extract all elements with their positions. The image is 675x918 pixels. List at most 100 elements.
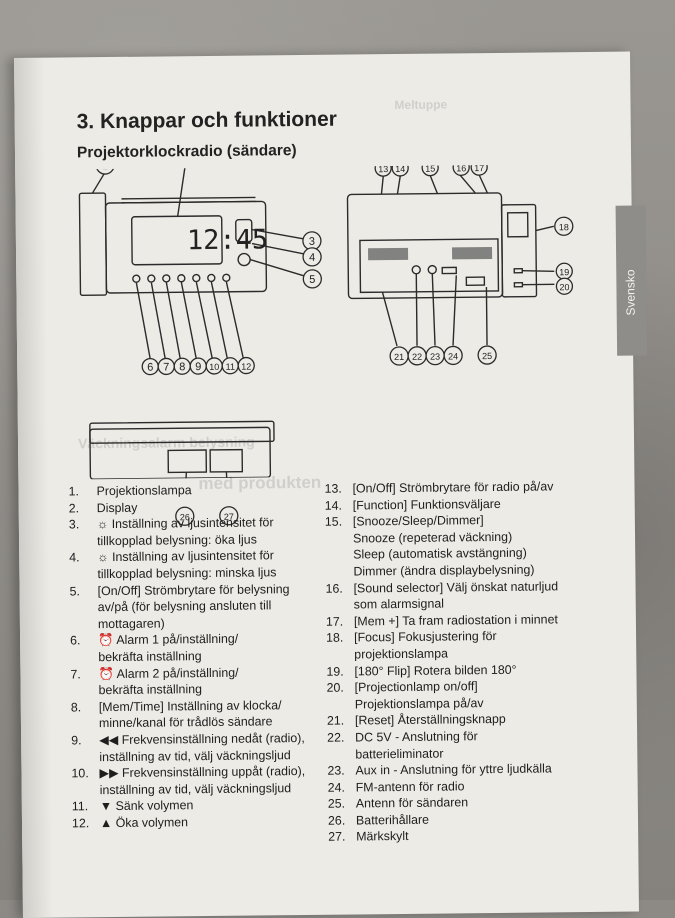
callout-20: 20 [556, 278, 572, 294]
function-list-item: 9.◀◀ Frekvensinställning nedåt (radio),i… [71, 730, 321, 766]
function-list-item: 7.⏰ Alarm 2 på/inställning/bekräfta inst… [70, 663, 320, 699]
manual-page: Meltuppe Väckningsalarm belysning med pr… [14, 52, 639, 918]
callout-24: 24 [444, 346, 462, 364]
callout-18: 18 [555, 217, 573, 235]
item-number: 19. [326, 663, 354, 680]
callout-9: 9 [190, 358, 206, 374]
callout-label: 13 [378, 164, 388, 174]
callout-label: 6 [147, 362, 153, 374]
item-number: 20. [327, 680, 355, 713]
language-tab-label: Svensko [623, 269, 637, 315]
callout-12: 12 [238, 358, 254, 374]
function-list-item: 16.[Sound selector] Välj önskat naturlju… [325, 578, 587, 614]
section-title: 3. Knappar och funktioner [77, 108, 337, 135]
function-list-right: 13.[On/Off] Strömbrytare för radio på/av… [324, 478, 590, 846]
item-text: Märkskylt [356, 826, 590, 845]
callout-13: 13 [375, 164, 391, 176]
item-number: 10. [71, 765, 99, 798]
item-line: ◀◀ Frekvensinställning nedåt (radio), [99, 730, 321, 749]
item-number: 2. [69, 500, 97, 517]
function-list-item: 8.[Mem/Time] Inställning av klocka/minne… [71, 697, 321, 733]
callout-19: 19 [556, 263, 572, 279]
item-number: 15. [325, 514, 354, 581]
item-text: ◀◀ Frekvensinställning nedåt (radio),ins… [99, 730, 321, 766]
callout-label: 16 [456, 164, 466, 173]
item-number: 3. [69, 516, 97, 549]
callout-label: 22 [412, 352, 422, 362]
subsection-title: Projektorklockradio (sändare) [77, 142, 297, 162]
item-number: 23. [327, 763, 355, 780]
function-list-item: 10.▶▶ Frekvensinställning uppåt (radio),… [71, 763, 321, 799]
item-number: 18. [326, 630, 354, 663]
item-line: [Sound selector] Välj önskat naturljud [353, 578, 587, 597]
item-number: 24. [328, 779, 356, 796]
function-list-item: 20.[Projectionlamp on/off]Projektionslam… [327, 677, 589, 713]
item-number: 4. [69, 550, 97, 583]
item-line: ▲ Öka volymen [100, 813, 322, 832]
callout-11: 11 [222, 358, 238, 374]
function-list-item: 15.[Snooze/Sleep/Dimmer]Snooze (repetera… [325, 511, 588, 580]
item-text: ▶▶ Frekvensinställning uppåt (radio),ins… [99, 763, 321, 799]
callout-label: 12 [241, 362, 251, 372]
callout-4: 4 [303, 248, 321, 266]
item-number: 5. [70, 583, 99, 633]
callout-22: 22 [408, 347, 426, 365]
callout-label: 1 [102, 164, 108, 172]
callout-8: 8 [174, 358, 190, 374]
callout-label: 11 [226, 362, 235, 372]
callout-21: 21 [390, 347, 408, 365]
item-number: 12. [72, 815, 100, 832]
item-text: ⏰ Alarm 2 på/inställning/bekräfta instäl… [98, 663, 320, 699]
item-number: 26. [328, 812, 356, 829]
callout-7: 7 [158, 358, 174, 374]
callout-16: 16 [453, 164, 469, 175]
language-tab: Svensko [616, 205, 648, 355]
callout-25: 25 [478, 346, 496, 364]
item-number: 6. [70, 632, 98, 665]
item-number: 9. [71, 732, 99, 765]
callout-label: 7 [163, 361, 169, 373]
item-text: [Mem/Time] Inställning av klocka/minne/k… [99, 697, 321, 733]
callout-markers: 1 2 3 4 5 6 7 8 9 10 11 12 13 14 15 16 1… [65, 164, 589, 529]
function-list-item: 12.▲ Öka volymen [72, 813, 322, 832]
item-number: 11. [72, 798, 100, 815]
item-number: 17. [326, 613, 354, 630]
callout-1: 1 [96, 164, 114, 174]
function-list-item: 27.Märkskylt [328, 826, 590, 845]
item-line: Märkskylt [356, 826, 590, 845]
callout-label: 18 [559, 222, 569, 232]
item-text: [Snooze/Sleep/Dimmer]Snooze (repeterad v… [353, 511, 588, 580]
item-text: ⏰ Alarm 1 på/inställning/bekräfta instäl… [98, 630, 320, 666]
callout-label: 17 [474, 164, 484, 173]
callout-17: 17 [471, 164, 487, 175]
item-text: ▲ Öka volymen [100, 813, 322, 832]
callout-label: 4 [309, 252, 315, 264]
callout-10: 10 [206, 358, 222, 374]
callout-label: 3 [309, 236, 315, 248]
item-text: [Projectionlamp on/off]Projektionslampa … [355, 677, 589, 713]
callout-label: 21 [394, 352, 404, 362]
item-number: 27. [328, 829, 356, 846]
item-line: [On/Off] Strömbrytare för belysning [97, 580, 319, 599]
function-list-item: 6.⏰ Alarm 1 på/inställning/bekräfta inst… [70, 630, 320, 666]
item-number: 13. [324, 480, 352, 497]
callout-label: 9 [195, 361, 201, 373]
item-number: 25. [328, 796, 356, 813]
item-number: 22. [327, 729, 355, 762]
callout-label: 25 [482, 351, 492, 361]
callout-label: 23 [430, 352, 440, 362]
callout-label: 19 [559, 267, 569, 277]
callout-14: 14 [392, 164, 408, 176]
callout-label: 15 [425, 164, 435, 174]
callout-23: 23 [426, 347, 444, 365]
